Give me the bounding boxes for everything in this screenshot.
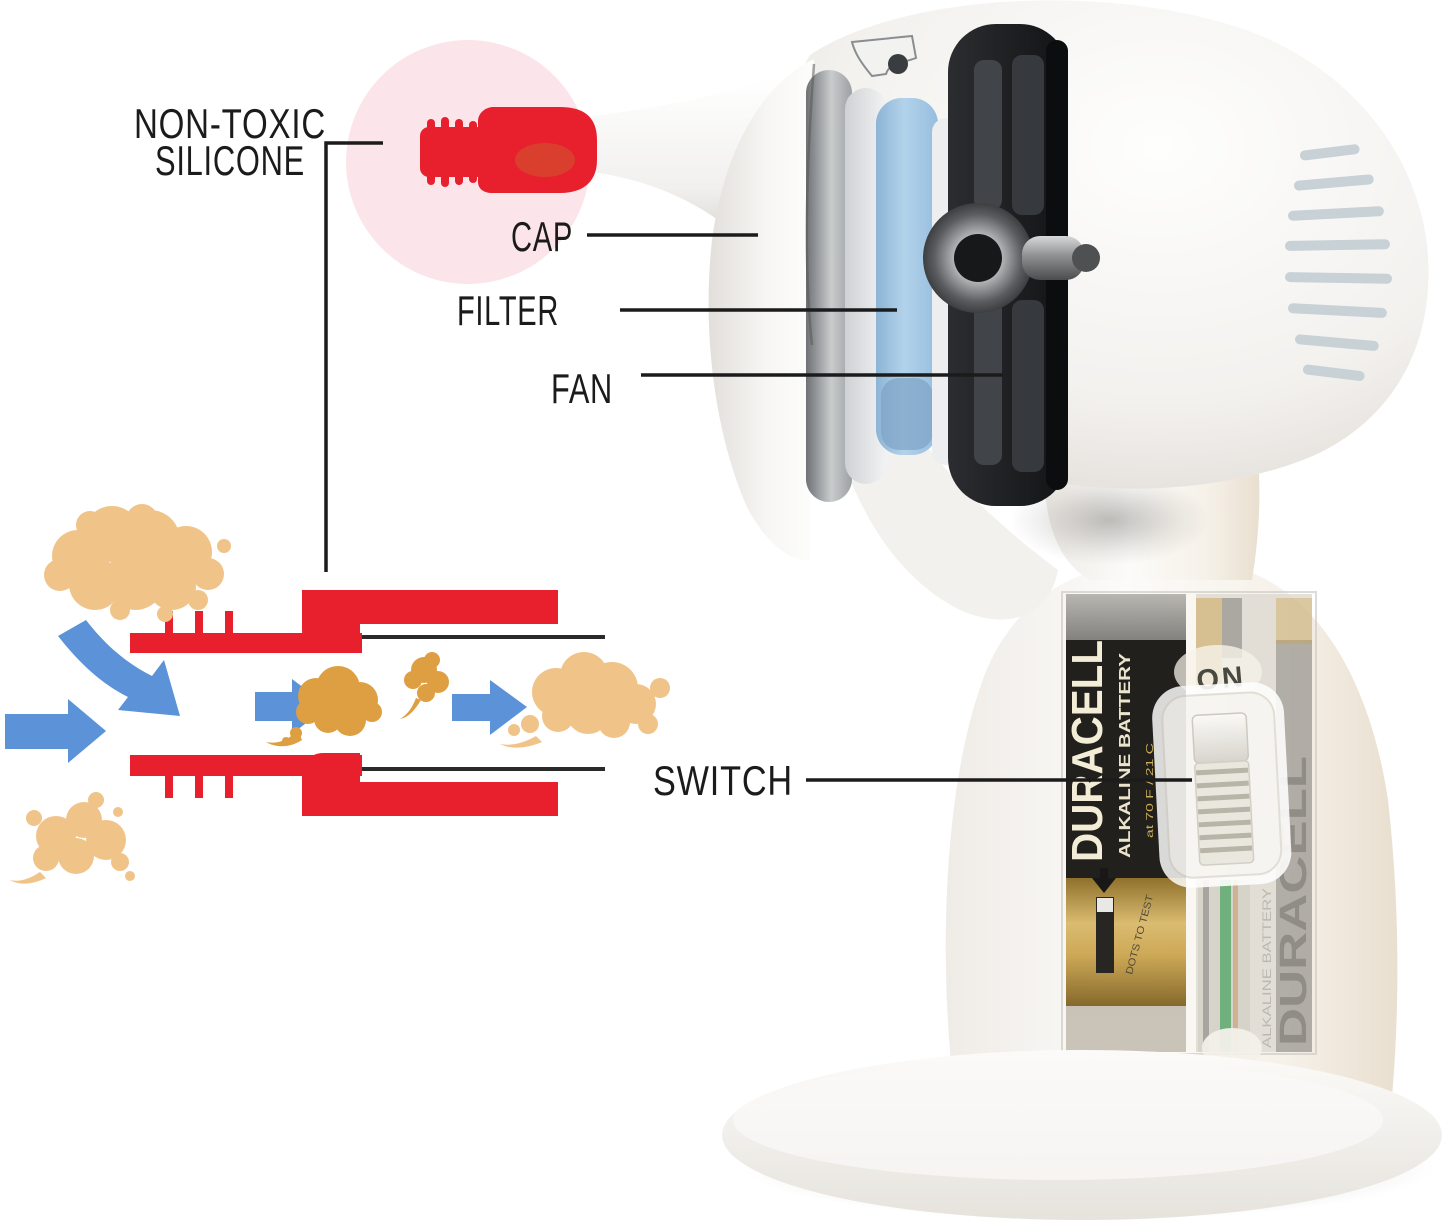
switch-slider-cap <box>1191 712 1249 764</box>
head-cutaway <box>805 24 1100 506</box>
tip-body <box>478 107 597 193</box>
cutaway-edge <box>805 63 816 346</box>
tube-top-thick <box>302 590 558 624</box>
faded-battery-gold-top <box>1276 598 1312 644</box>
part-labels: NON-TOXIC SILICONE CAP FILTER FAN SWITCH <box>134 100 793 804</box>
second-battery-dark-stripe <box>1203 880 1209 1052</box>
silicone-leader-line <box>324 141 383 572</box>
wax-cluster-center <box>266 666 382 747</box>
wax-cluster-top-left <box>44 504 231 622</box>
second-battery-copper-stripe <box>1233 880 1238 1052</box>
wax-wisp <box>266 730 302 747</box>
tip-ridge <box>427 119 435 185</box>
tube-ridge-tick <box>165 611 173 635</box>
tip-ridge <box>441 117 449 187</box>
tip-ridge <box>455 119 463 185</box>
label-silicone-line1: NON-TOXIC <box>134 100 326 147</box>
fan-blade-gap <box>974 300 1002 465</box>
fan-hub-center <box>954 234 1002 282</box>
tube-cross-section <box>130 590 558 816</box>
wax-wisp <box>400 698 421 719</box>
battery-brand-text: DURACELL <box>1063 640 1112 862</box>
filter-tint <box>876 98 938 455</box>
battery-window: DURACELL ALKALINE BATTERY at 70 F / 21 C… <box>1061 591 1317 1068</box>
switch-slider <box>1191 712 1255 866</box>
tube-ridge-tick <box>165 774 173 798</box>
filter-ring <box>876 98 938 455</box>
vent-slot <box>1284 239 1390 251</box>
second-battery-green-stripe <box>1220 880 1231 1052</box>
vent-slot <box>1287 206 1384 221</box>
wax-wisp <box>500 736 542 748</box>
tube-ridge-tick <box>225 611 233 635</box>
test-strip <box>1096 897 1114 973</box>
tube-bottom-thick <box>302 782 558 816</box>
tip-ridge <box>469 121 477 183</box>
leader-lines <box>324 141 1192 782</box>
wax-puff-small <box>400 652 449 719</box>
arrow-down-icon <box>1092 868 1116 893</box>
vent-grille <box>1284 144 1392 381</box>
test-strip-window <box>1097 898 1113 912</box>
tube-ridge-tick <box>195 774 203 798</box>
faded-type-text: ALKALINE BATTERY <box>1260 888 1274 1048</box>
vent-slot <box>1287 303 1387 318</box>
airflow-arrows <box>5 620 527 763</box>
fan-assembly <box>923 24 1100 506</box>
fan-shaft <box>1022 236 1084 280</box>
mount-bracket <box>850 34 918 78</box>
vent-slot <box>1294 334 1379 351</box>
inflow-arrow <box>5 699 106 763</box>
vent-slot <box>1299 144 1360 161</box>
label-cap: CAP <box>511 213 573 260</box>
battery-type-text: ALKALINE BATTERY <box>1117 653 1134 858</box>
fan-blade-gap <box>1012 300 1044 472</box>
curved-inflow-arrow <box>58 620 180 716</box>
neck-shadow <box>1010 475 1210 565</box>
vent-slot <box>1293 174 1374 191</box>
label-switch: SWITCH <box>653 757 793 804</box>
battery-window-right: DURACELL ALKALINE BATTERY ON <box>1152 594 1315 1068</box>
battery-bottom <box>1066 1006 1186 1052</box>
canal-walls-lines <box>356 635 605 771</box>
cap-ring <box>806 70 852 502</box>
power-switch <box>1152 682 1292 888</box>
switch-ridges <box>1195 767 1253 854</box>
battery-gold-band <box>1066 878 1186 1008</box>
wax-cluster-right <box>500 652 670 748</box>
tube-top-thin <box>130 633 362 653</box>
out-flow-arrow <box>452 680 527 735</box>
tube-ridge-tick <box>225 774 233 798</box>
tube-bottom-thin <box>130 755 362 776</box>
device: DURACELL ALKALINE BATTERY at 70 F / 21 C… <box>592 0 1442 1220</box>
battery-top-silver <box>1066 594 1186 648</box>
label-filter: FILTER <box>457 287 559 334</box>
base-highlight <box>733 1060 1383 1180</box>
mount-pin <box>888 54 908 74</box>
wax-cluster-bottom-left <box>10 792 135 884</box>
fan-blade-gap <box>1012 55 1044 215</box>
label-silicone-line2: SILICONE <box>155 137 305 184</box>
tube-ridge-tick <box>195 611 203 635</box>
battery-temp-note: at 70 F / 21 C <box>1145 743 1156 838</box>
fan-blade-gap <box>974 60 1002 210</box>
label-fan: FAN <box>551 365 613 412</box>
vent-slot <box>1284 272 1392 284</box>
wax-wisp <box>10 872 46 884</box>
vent-slot <box>1302 364 1365 381</box>
black-fragment <box>1222 598 1242 658</box>
fan-shaft-nub <box>1072 244 1100 272</box>
silicone-tip <box>420 107 597 193</box>
airflow-inset <box>5 504 670 884</box>
filter-shadow-bottom <box>881 378 933 450</box>
tip-shade <box>515 143 575 177</box>
